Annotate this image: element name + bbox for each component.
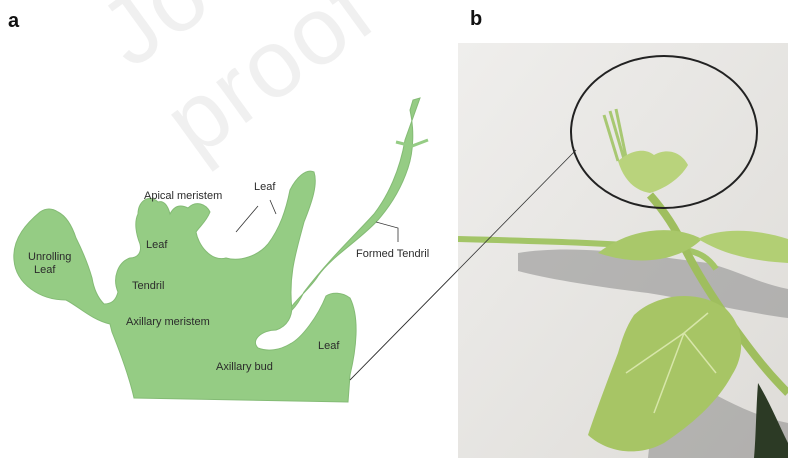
- highlight-circle: [571, 56, 757, 208]
- leader-circle-to-diagram: [350, 150, 576, 380]
